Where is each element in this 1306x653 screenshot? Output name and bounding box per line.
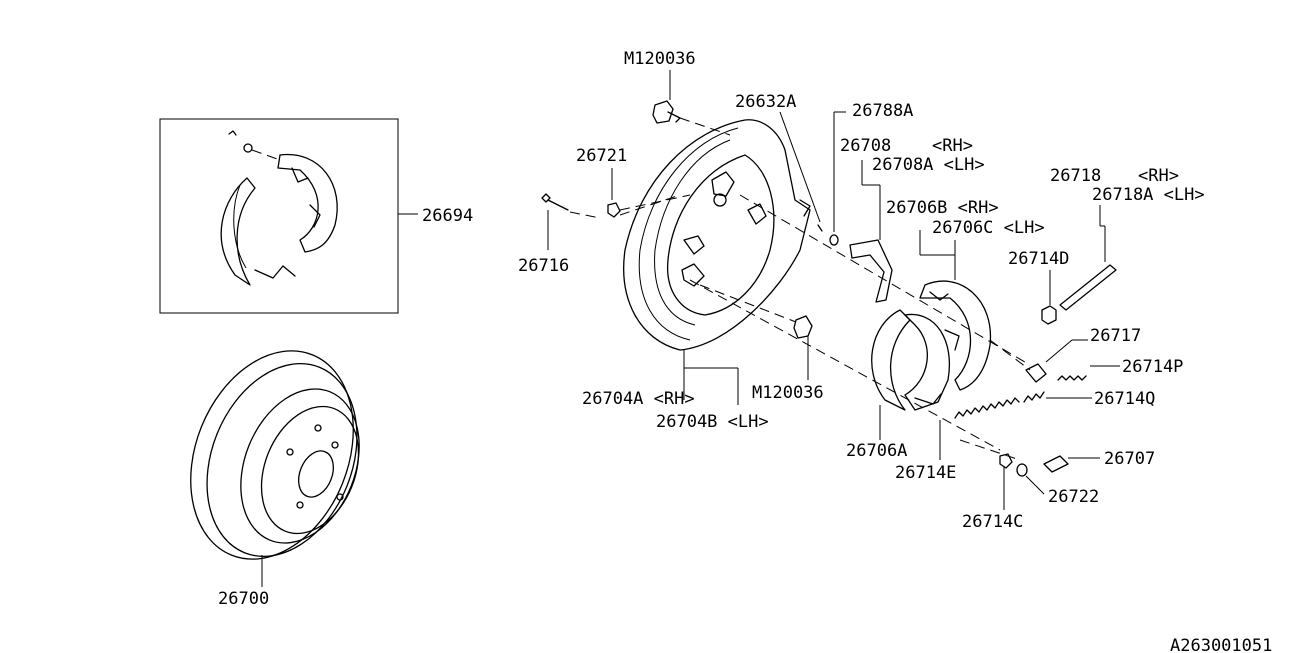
middle-bolt [699, 284, 813, 380]
label-m120036-mid: M120036 [752, 383, 824, 403]
shoe-kit-box [159, 118, 418, 314]
label-26714c: 26714C [962, 512, 1023, 532]
cup-26714d [1041, 270, 1057, 325]
spring-26714e [939, 397, 1020, 460]
top-bolt [652, 70, 731, 136]
label-26694: 26694 [422, 206, 473, 226]
label-26714d: 26714D [1008, 249, 1069, 269]
label-26704a: 26704A <RH> [582, 389, 695, 409]
pin-26716 [541, 193, 601, 250]
shoe-26706b [919, 230, 992, 391]
label-26718a: 26718A <LH> [1092, 185, 1205, 205]
label-26706b: 26706B <RH> [886, 198, 999, 218]
backing-plate [623, 119, 811, 405]
adjuster-parts [959, 339, 1120, 510]
shoe-26706a [871, 309, 950, 440]
label-26706c: 26706C <LH> [932, 218, 1045, 238]
label-26708-side: <RH> [932, 136, 973, 156]
label-26718: 26718 [1050, 166, 1101, 186]
label-26788a: 26788A [852, 101, 913, 121]
label-26717: 26717 [1090, 326, 1141, 346]
label-26714e: 26714E [895, 463, 956, 483]
label-26716: 26716 [518, 256, 569, 276]
label-26714p: 26714P [1122, 357, 1183, 377]
label-26708a: 26708A <LH> [872, 155, 985, 175]
plug-26721 [607, 168, 691, 218]
label-26704b: 26704B <LH> [656, 412, 769, 432]
reference-code: A263001051 [1170, 636, 1272, 653]
clip-26632a [779, 111, 823, 232]
cable-26718 [1059, 205, 1117, 311]
label-26718-side: <RH> [1138, 166, 1179, 186]
washer-26788a [829, 111, 846, 246]
label-26721: 26721 [576, 146, 627, 166]
label-26707: 26707 [1104, 449, 1155, 469]
lever-26708 [849, 160, 893, 303]
assembly-axes [619, 194, 1031, 451]
label-26722: 26722 [1048, 487, 1099, 507]
label-26632a: 26632A [735, 92, 796, 112]
label-26708: 26708 [840, 136, 891, 156]
brake-rotor [190, 350, 360, 587]
label-26706a: 26706A [846, 441, 907, 461]
label-26700: 26700 [218, 589, 269, 609]
label-26714q: 26714Q [1094, 389, 1155, 409]
label-m120036-top: M120036 [624, 49, 696, 69]
